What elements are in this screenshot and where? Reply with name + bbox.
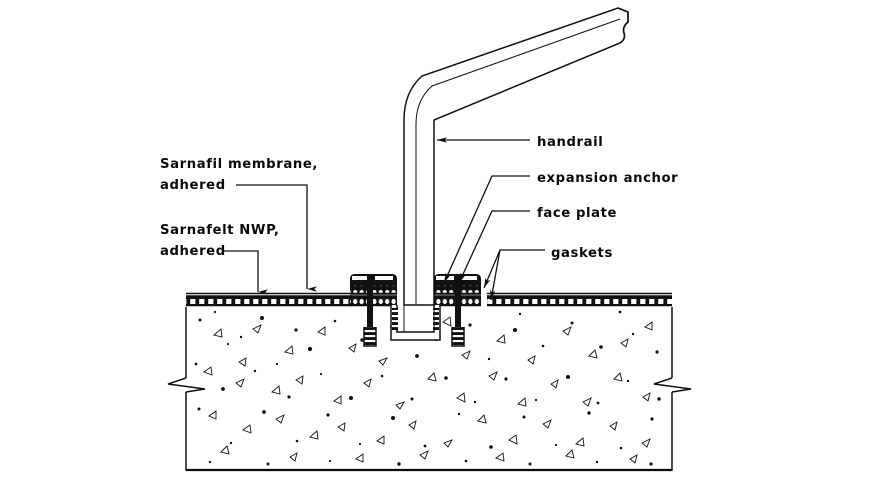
expansion-anchor-right [451,274,465,347]
leader-sarnafelt-nwp [222,250,268,295]
leader-gaskets-lower [490,249,501,301]
handrail-tube-inner-line [415,18,621,305]
leader-face-plate [458,210,530,284]
label-expansion-anchor: expansion anchor [537,171,678,186]
concrete-speckle-hatch [194,310,661,466]
roof-layer-stack [186,292,672,307]
leader-lines [222,137,545,301]
label-handrail: handrail [537,135,603,150]
label-texts: Sarnafil membrane, adhered Sarnafelt NWP… [160,135,678,261]
leader-sarnafil-membrane [236,184,317,292]
break-slab-left [167,377,206,393]
sarnafelt-nwp-band-left [186,296,352,305]
handrail [403,7,629,332]
label-sarnafil-membrane-line1: Sarnafil membrane, [160,157,318,172]
concrete-aggregate-hatch [203,316,653,464]
clamp-assembly-left [350,274,397,347]
label-face-plate: face plate [537,206,617,221]
leader-expansion-anchor [443,175,530,284]
label-sarnafelt-nwp-line1: Sarnafelt NWP, [160,223,280,238]
expansion-anchor-left [363,274,377,347]
break-slab-right [653,377,692,393]
gasket-upper-left [350,285,397,294]
sarnafelt-nwp-band-right [487,296,672,305]
post-pocket [390,305,441,341]
gasket-lower-left [350,296,397,305]
label-sarnafil-membrane-line2: adhered [160,178,226,193]
label-sarnafelt-nwp-line2: adhered [160,244,226,259]
break-handrail [617,7,629,44]
label-gaskets: gaskets [551,246,613,261]
